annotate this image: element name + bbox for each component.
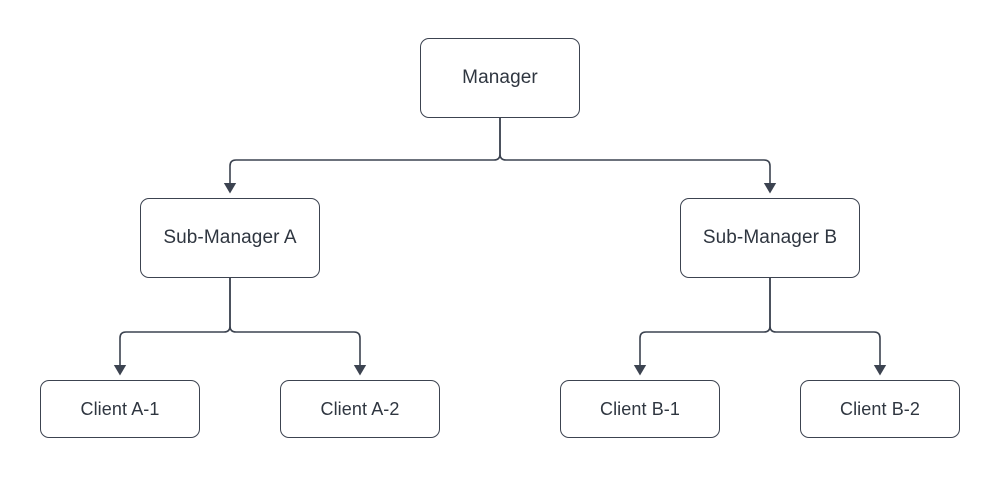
- edge-sub-manager-a-to-client-a-2: [229, 278, 367, 376]
- node-client-b-2[interactable]: Client B-2: [800, 380, 960, 438]
- node-manager[interactable]: Manager: [420, 38, 580, 118]
- node-sub-manager-a-label: Sub-Manager A: [163, 227, 297, 248]
- edge-manager-to-sub-manager-a: [223, 118, 501, 194]
- node-client-b-1[interactable]: Client B-1: [560, 380, 720, 438]
- edge-sub-manager-a-to-client-a-1: [113, 278, 231, 376]
- node-client-b-1-label: Client B-1: [599, 399, 681, 419]
- node-client-a-1-label: Client A-1: [80, 399, 160, 419]
- node-client-a-1[interactable]: Client A-1: [40, 380, 200, 438]
- node-sub-manager-b[interactable]: Sub-Manager B: [680, 198, 860, 278]
- node-client-a-2-label: Client A-2: [320, 399, 400, 419]
- edge-sub-manager-b-to-client-b-1: [633, 278, 771, 376]
- node-sub-manager-a[interactable]: Sub-Manager A: [140, 198, 320, 278]
- node-client-a-2[interactable]: Client A-2: [280, 380, 440, 438]
- edge-sub-manager-b-to-client-b-2: [769, 278, 887, 376]
- node-client-b-2-label: Client B-2: [839, 399, 921, 419]
- node-sub-manager-b-label: Sub-Manager B: [702, 227, 838, 248]
- edge-manager-to-sub-manager-b: [499, 118, 777, 194]
- node-manager-label: Manager: [462, 67, 538, 88]
